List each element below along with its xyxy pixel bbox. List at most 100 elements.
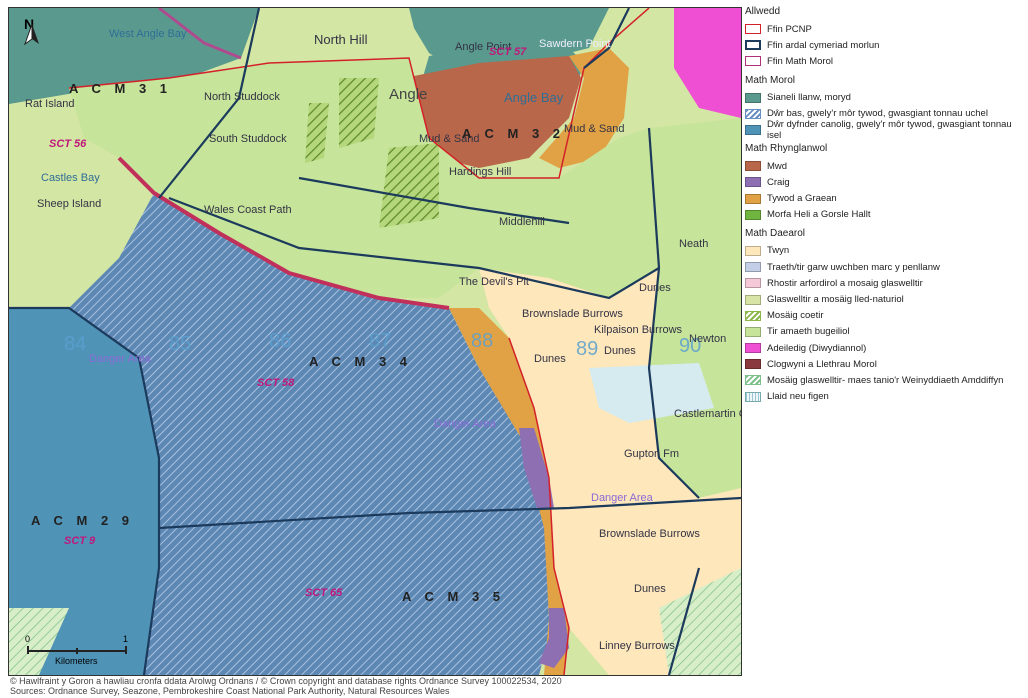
acm-label: A C M 3 4 bbox=[309, 354, 413, 369]
legend-label: Ffin PCNP bbox=[767, 23, 812, 35]
north-arrow: N bbox=[19, 16, 39, 46]
legend-swatch bbox=[745, 375, 761, 386]
legend-item: Sianeli llanw, moryd bbox=[745, 90, 1025, 106]
legend-label: Sianeli llanw, moryd bbox=[767, 92, 851, 104]
legend-item: Craig bbox=[745, 174, 1025, 190]
place-label: Brownslade Burrows bbox=[522, 308, 623, 320]
map-canvas bbox=[9, 8, 741, 675]
legend-swatch bbox=[745, 326, 761, 337]
legend-swatch bbox=[745, 209, 761, 220]
legend-swatch bbox=[745, 359, 761, 370]
legend-label: Mwd bbox=[767, 160, 788, 172]
rock-2 bbox=[539, 608, 569, 668]
acm-label: A C M 3 1 bbox=[69, 81, 173, 96]
grid-number: 85 bbox=[169, 333, 192, 355]
place-label: The Devil's Pit bbox=[459, 276, 529, 288]
sca-boundary-7 bbox=[647, 127, 661, 269]
scale-bar: 0 1 Kilometers bbox=[25, 634, 137, 675]
farmland bbox=[69, 58, 659, 298]
legend-panel: Allwedd Ffin PCNP Ffin ardal cymeriad mor… bbox=[745, 5, 1025, 405]
dunes bbox=[479, 268, 741, 675]
acm-label: A C M 3 5 bbox=[402, 589, 506, 604]
scale-tick: 0 bbox=[25, 634, 31, 644]
sct-label: SCT 65 bbox=[305, 587, 343, 599]
legend-item: Ffin ardal cymeriad morlun bbox=[745, 37, 1025, 53]
grid-number: 89 bbox=[576, 338, 599, 360]
legend-swatch bbox=[745, 294, 761, 305]
legend-swatch bbox=[745, 177, 761, 188]
legend-title: Allwedd bbox=[745, 6, 781, 17]
place-label: Brownslade Burrows bbox=[599, 528, 700, 540]
woodland-1 bbox=[339, 78, 379, 148]
mud-sand-east bbox=[539, 48, 629, 168]
legend-label: Morfa Heli a Gorsle Hallt bbox=[767, 209, 871, 221]
legend-swatch bbox=[745, 125, 761, 136]
legend-item: Ffin Math Morol bbox=[745, 53, 1025, 69]
legend-label: Rhostir arfordirol a mosaig glaswelltir bbox=[767, 277, 923, 289]
place-label: Danger Area bbox=[434, 418, 496, 430]
place-label: Mud & Sand bbox=[419, 133, 480, 145]
sca-boundary-6 bbox=[647, 267, 700, 499]
sca-boundary-5 bbox=[158, 496, 741, 530]
place-label: Danger Area bbox=[591, 492, 653, 504]
shallow-water bbox=[69, 193, 554, 675]
place-label: Newton bbox=[689, 333, 727, 345]
legend-swatch bbox=[745, 193, 761, 204]
legend-label: Twyn bbox=[767, 245, 790, 257]
legend-label: Dŵr bas, gwely'r môr tywod, gwasgiant to… bbox=[767, 108, 988, 120]
place-label: North Hill bbox=[314, 32, 368, 47]
place-label: Castlemartin Corse bbox=[674, 408, 741, 420]
legend-item: Twyn bbox=[745, 243, 1025, 259]
legend-swatch bbox=[745, 310, 761, 321]
legend-item: Ffin PCNP bbox=[745, 21, 1025, 37]
cliff-edge-south bbox=[117, 156, 450, 310]
place-label: Sawdern Point bbox=[539, 38, 611, 50]
legend-item: Morfa Heli a Gorsle Hallt bbox=[745, 207, 1025, 223]
woodland-2 bbox=[305, 103, 329, 163]
map-frame[interactable]: N 84 85 86 87 88 89 90 West Angle Bay No… bbox=[8, 7, 742, 676]
sca-boundary-1 bbox=[158, 8, 261, 199]
place-label: Mud & Sand bbox=[564, 123, 625, 135]
legend-label: Ffin Math Morol bbox=[767, 55, 833, 67]
legend-label: Mosäig glaswelltir- maes tanio'r Weinydd… bbox=[767, 374, 1004, 386]
legend-label: Dŵr dyfnder canolig, gwely'r môr tywod, … bbox=[767, 119, 1012, 142]
legend-item: Adeiledig (Diwydiannol) bbox=[745, 340, 1025, 356]
legend-heading: Math Rhynglanwol bbox=[745, 143, 828, 155]
mod-grassland bbox=[659, 568, 741, 675]
grid-number: 88 bbox=[471, 330, 494, 352]
legend-swatch bbox=[745, 56, 761, 67]
place-label: Gupton Fm bbox=[624, 448, 680, 460]
place-label: Wales Coast Path bbox=[204, 204, 292, 216]
sources-line: Sources: Ordnance Survey, Seazone, Pembr… bbox=[10, 686, 450, 696]
place-label: Angle Bay bbox=[504, 90, 564, 105]
legend-swatch bbox=[745, 40, 761, 51]
legend-swatch bbox=[745, 108, 761, 119]
legend-swatch bbox=[745, 24, 761, 35]
grid-number: 90 bbox=[679, 335, 702, 357]
industrial bbox=[674, 8, 741, 118]
pcnp-boundary bbox=[68, 8, 650, 179]
legend-item: Rhostir arfordirol a mosaig glaswelltir bbox=[745, 275, 1025, 291]
place-label: Middlehill bbox=[499, 216, 545, 228]
place-label: Angle Point bbox=[455, 41, 512, 53]
sca-boundary-8 bbox=[583, 8, 630, 69]
place-label: Dunes bbox=[634, 583, 666, 595]
legend-swatch bbox=[745, 343, 761, 354]
place-label: Hardings Hill bbox=[449, 166, 512, 178]
legend-item: Tir amaeth bugeiliol bbox=[745, 324, 1025, 340]
legend-item: Mosäig coetir bbox=[745, 308, 1025, 324]
grid-number: 86 bbox=[269, 330, 292, 352]
scale-unit: Kilometers bbox=[55, 656, 98, 666]
estuary-west bbox=[9, 8, 259, 104]
sct-label: SCT 58 bbox=[257, 377, 295, 389]
farmland-east bbox=[649, 118, 741, 498]
place-label: Sheep Island bbox=[37, 198, 102, 210]
place-label: Angle bbox=[389, 86, 428, 103]
legend-swatch bbox=[745, 92, 761, 103]
place-label: Neath bbox=[679, 238, 709, 250]
north-label: N bbox=[24, 16, 35, 32]
place-label: Rat Island bbox=[25, 98, 75, 110]
cliff-edge-north bbox=[158, 8, 242, 60]
place-label: Dunes bbox=[534, 353, 566, 365]
